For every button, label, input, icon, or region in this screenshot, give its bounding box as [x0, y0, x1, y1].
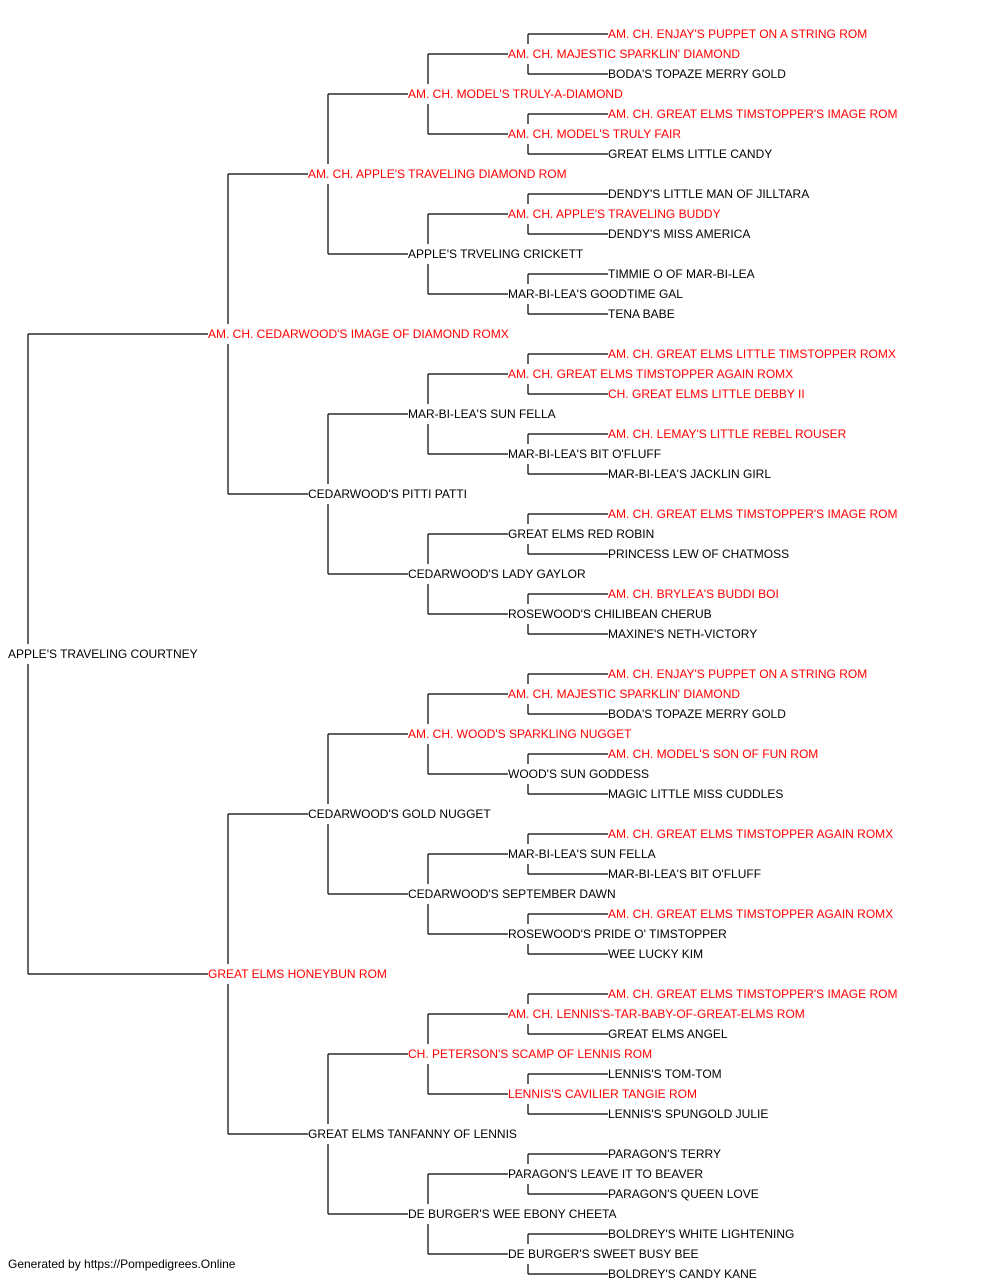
dog-name-gen4[interactable]: AM. CH. GREAT ELMS TIMSTOPPER AGAIN ROMX [508, 367, 796, 381]
dog-name-gen5[interactable]: TENA BABE [608, 307, 677, 321]
dog-name-gen5[interactable]: AM. CH. ENJAY'S PUPPET ON A STRING ROM [608, 667, 870, 681]
dog-name-gen2[interactable]: CEDARWOOD'S PITTI PATTI [308, 487, 469, 501]
dog-name-gen4[interactable]: GREAT ELMS RED ROBIN [508, 527, 657, 541]
dog-name-gen5[interactable]: AM. CH. GREAT ELMS TIMSTOPPER'S IMAGE RO… [608, 987, 900, 1001]
dog-name-gen2[interactable]: CEDARWOOD'S GOLD NUGGET [308, 807, 493, 821]
dog-name-gen5[interactable]: GREAT ELMS LITTLE CANDY [608, 147, 775, 161]
dog-name-gen3[interactable]: AM. CH. MODEL'S TRULY-A-DIAMOND [408, 87, 625, 101]
dog-name-gen3[interactable]: CEDARWOOD'S LADY GAYLOR [408, 567, 588, 581]
dog-name-gen5[interactable]: LENNIS'S TOM-TOM [608, 1067, 724, 1081]
dog-name-gen5[interactable]: AM. CH. GREAT ELMS TIMSTOPPER AGAIN ROMX [608, 907, 896, 921]
dog-name-gen5[interactable]: BOLDREY'S WHITE LIGHTENING [608, 1227, 797, 1241]
dog-name-gen5[interactable]: BODA'S TOPAZE MERRY GOLD [608, 67, 788, 81]
dog-name-gen4[interactable]: DE BURGER'S SWEET BUSY BEE [508, 1247, 701, 1261]
dog-name-gen4[interactable]: MAR-BI-LEA'S GOODTIME GAL [508, 287, 685, 301]
dog-name-gen4[interactable]: PARAGON'S LEAVE IT TO BEAVER [508, 1167, 706, 1181]
dog-name-gen4[interactable]: AM. CH. APPLE'S TRAVELING BUDDY [508, 207, 723, 221]
dog-name-gen5[interactable]: AM. CH. GREAT ELMS TIMSTOPPER'S IMAGE RO… [608, 507, 900, 521]
dog-name-gen3[interactable]: AM. CH. WOOD'S SPARKLING NUGGET [408, 727, 634, 741]
dog-name-gen0[interactable]: APPLE'S TRAVELING COURTNEY [8, 647, 200, 661]
dog-name-gen4[interactable]: WOOD'S SUN GODDESS [508, 767, 651, 781]
dog-name-gen3[interactable]: DE BURGER'S WEE EBONY CHEETA [408, 1207, 619, 1221]
dog-name-gen5[interactable]: AM. CH. LEMAY'S LITTLE REBEL ROUSER [608, 427, 849, 441]
dog-name-gen5[interactable]: WEE LUCKY KIM [608, 947, 706, 961]
dog-name-gen5[interactable]: DENDY'S MISS AMERICA [608, 227, 753, 241]
dog-name-gen3[interactable]: MAR-BI-LEA'S SUN FELLA [408, 407, 558, 421]
dog-name-gen2[interactable]: GREAT ELMS TANFANNY OF LENNIS [308, 1127, 519, 1141]
dog-name-gen5[interactable]: MAR-BI-LEA'S BIT O'FLUFF [608, 867, 764, 881]
dog-name-gen5[interactable]: AM. CH. GREAT ELMS TIMSTOPPER AGAIN ROMX [608, 827, 896, 841]
dog-name-gen1[interactable]: AM. CH. CEDARWOOD'S IMAGE OF DIAMOND ROM… [208, 327, 511, 341]
dog-name-gen3[interactable]: CH. PETERSON'S SCAMP OF LENNIS ROM [408, 1047, 655, 1061]
dog-name-gen5[interactable]: PARAGON'S TERRY [608, 1147, 723, 1161]
dog-name-gen4[interactable]: AM. CH. LENNIS'S-TAR-BABY-OF-GREAT-ELMS … [508, 1007, 807, 1021]
dog-name-gen5[interactable]: AM. CH. GREAT ELMS TIMSTOPPER'S IMAGE RO… [608, 107, 900, 121]
dog-name-gen4[interactable]: MAR-BI-LEA'S BIT O'FLUFF [508, 447, 664, 461]
dog-name-gen5[interactable]: BOLDREY'S CANDY KANE [608, 1267, 759, 1281]
dog-name-gen5[interactable]: AM. CH. ENJAY'S PUPPET ON A STRING ROM [608, 27, 870, 41]
dog-name-gen1[interactable]: GREAT ELMS HONEYBUN ROM [208, 967, 389, 981]
dog-name-gen5[interactable]: AM. CH. BRYLEA'S BUDDI BOI [608, 587, 781, 601]
footer-credit[interactable]: Generated by https://Pompedigrees.Online [8, 1257, 236, 1271]
dog-name-gen5[interactable]: LENNIS'S SPUNGOLD JULIE [608, 1107, 771, 1121]
dog-name-gen5[interactable]: MAR-BI-LEA'S JACKLIN GIRL [608, 467, 773, 481]
dog-name-gen3[interactable]: CEDARWOOD'S SEPTEMBER DAWN [408, 887, 618, 901]
dog-name-gen5[interactable]: AM. CH. GREAT ELMS LITTLE TIMSTOPPER ROM… [608, 347, 898, 361]
dog-name-gen4[interactable]: ROSEWOOD'S PRIDE O' TIMSTOPPER [508, 927, 729, 941]
dog-name-gen5[interactable]: PARAGON'S QUEEN LOVE [608, 1187, 761, 1201]
dog-name-gen4[interactable]: AM. CH. MODEL'S TRULY FAIR [508, 127, 683, 141]
dog-name-gen4[interactable]: MAR-BI-LEA'S SUN FELLA [508, 847, 658, 861]
dog-name-gen2[interactable]: AM. CH. APPLE'S TRAVELING DIAMOND ROM [308, 167, 569, 181]
dog-name-gen4[interactable]: AM. CH. MAJESTIC SPARKLIN' DIAMOND [508, 47, 743, 61]
dog-name-gen5[interactable]: AM. CH. MODEL'S SON OF FUN ROM [608, 747, 821, 761]
dog-name-gen5[interactable]: DENDY'S LITTLE MAN OF JILLTARA [608, 187, 812, 201]
dog-name-gen5[interactable]: MAXINE'S NETH-VICTORY [608, 627, 760, 641]
dog-name-gen5[interactable]: TIMMIE O OF MAR-BI-LEA [608, 267, 757, 281]
dog-name-gen4[interactable]: AM. CH. MAJESTIC SPARKLIN' DIAMOND [508, 687, 743, 701]
dog-name-gen4[interactable]: LENNIS'S CAVILIER TANGIE ROM [508, 1087, 699, 1101]
dog-name-gen4[interactable]: ROSEWOOD'S CHILIBEAN CHERUB [508, 607, 714, 621]
dog-name-gen5[interactable]: MAGIC LITTLE MISS CUDDLES [608, 787, 786, 801]
dog-name-gen5[interactable]: BODA'S TOPAZE MERRY GOLD [608, 707, 788, 721]
dog-name-gen5[interactable]: CH. GREAT ELMS LITTLE DEBBY II [608, 387, 807, 401]
dog-name-gen5[interactable]: PRINCESS LEW OF CHATMOSS [608, 547, 792, 561]
dog-name-gen3[interactable]: APPLE'S TRVELING CRICKETT [408, 247, 586, 261]
dog-name-gen5[interactable]: GREAT ELMS ANGEL [608, 1027, 730, 1041]
